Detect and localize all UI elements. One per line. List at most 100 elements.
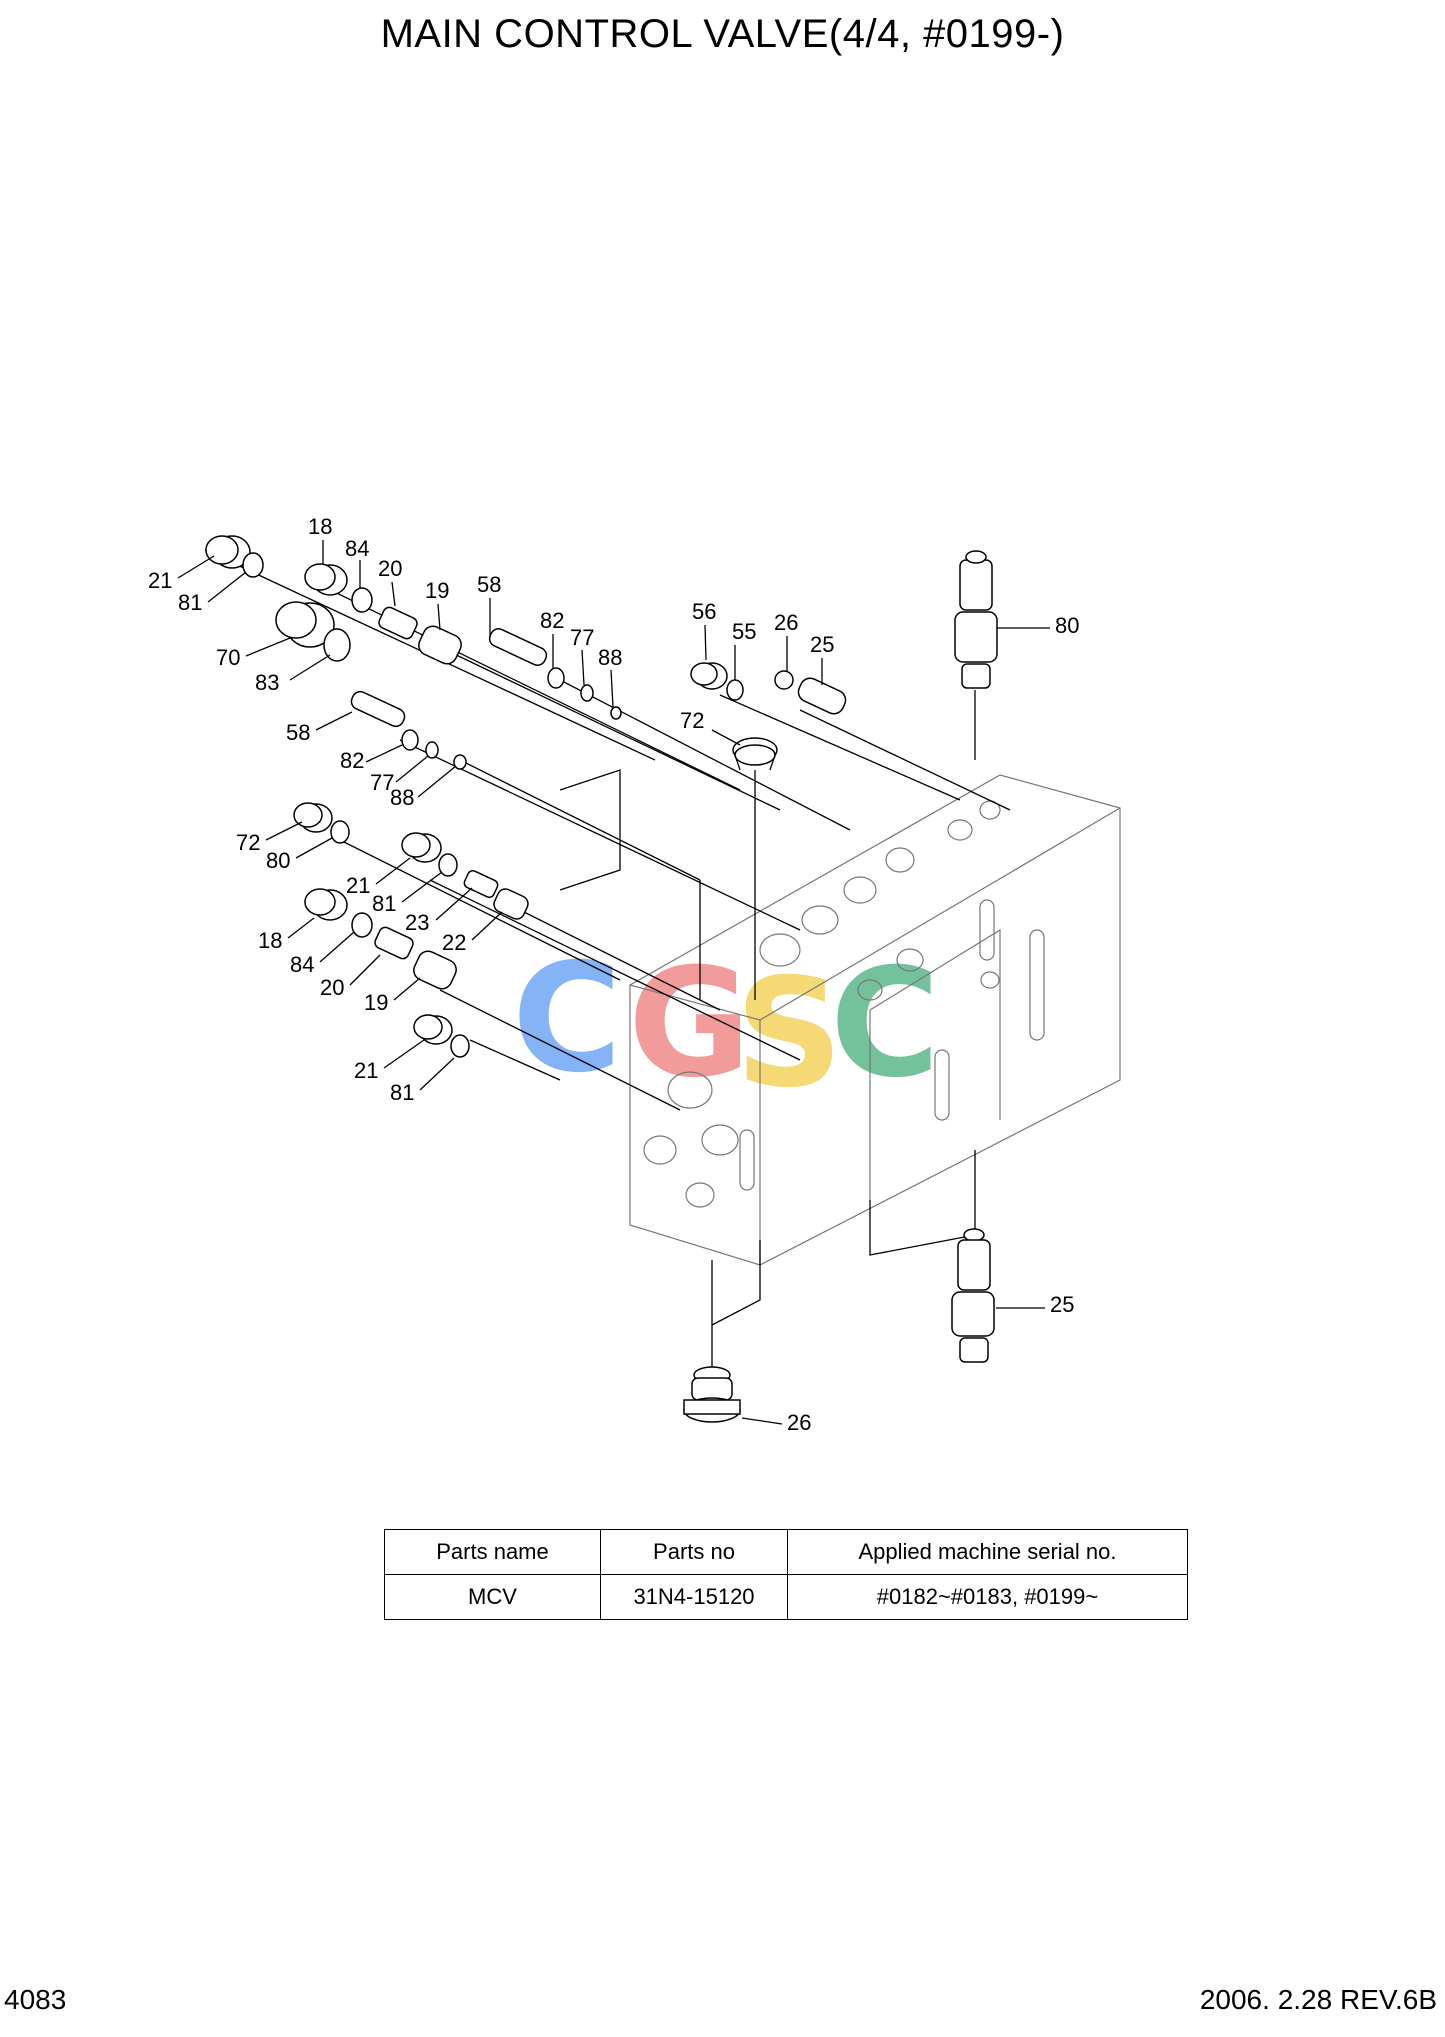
cell-parts-name: MCV bbox=[384, 1574, 601, 1620]
callout-label: 80 bbox=[266, 848, 290, 873]
plug-18-mid bbox=[304, 888, 348, 921]
callout-label: 18 bbox=[308, 514, 332, 539]
callout-label: 25 bbox=[1050, 1292, 1074, 1317]
plug-70 bbox=[275, 601, 335, 648]
poppet-19-top bbox=[418, 625, 462, 665]
callout-leader bbox=[610, 669, 614, 708]
callout-label: 25 bbox=[810, 632, 834, 657]
callout-leader bbox=[319, 931, 355, 963]
callout-leader bbox=[704, 624, 707, 661]
callout-label: 55 bbox=[732, 619, 756, 644]
callout-label: 84 bbox=[345, 536, 369, 561]
callout-label: 18 bbox=[258, 928, 282, 953]
cell-parts-no: 31N4-15120 bbox=[600, 1574, 788, 1620]
callout-label: 72 bbox=[236, 830, 260, 855]
callout-leader bbox=[401, 871, 443, 903]
callout-leader bbox=[581, 649, 585, 686]
callout-label: 19 bbox=[364, 990, 388, 1015]
page-number: 4083 bbox=[4, 1984, 67, 2015]
o-ring-80-top bbox=[726, 679, 744, 701]
callout-leader bbox=[349, 954, 381, 986]
callout-leader bbox=[207, 571, 247, 603]
callout-label: 26 bbox=[774, 610, 798, 635]
ring-88-mid bbox=[453, 754, 467, 770]
callout-label: 23 bbox=[405, 910, 429, 935]
leader-lines bbox=[204, 549, 1011, 1370]
callout-label: 21 bbox=[346, 873, 370, 898]
plug-26-bottom bbox=[683, 1366, 741, 1423]
callout-label: 70 bbox=[216, 645, 240, 670]
callout-leader bbox=[711, 729, 741, 746]
callout-label: 81 bbox=[390, 1080, 414, 1105]
o-ring-80-mid bbox=[330, 820, 350, 844]
callout-leader bbox=[419, 1057, 455, 1091]
revision-date: 2006. 2.28 REV.6B bbox=[1199, 1984, 1437, 2015]
callout-leader bbox=[741, 1417, 783, 1425]
callout-label: 20 bbox=[320, 975, 344, 1000]
parts-table: Parts name Parts no Applied machine seri… bbox=[384, 1529, 1188, 1620]
callout-leader bbox=[391, 581, 396, 607]
callout-leader bbox=[287, 917, 315, 939]
callout-label: 21 bbox=[148, 568, 172, 593]
relief-valve-25-bottom bbox=[951, 1228, 995, 1363]
callout-leader bbox=[375, 857, 411, 885]
valve-body bbox=[629, 774, 1121, 1266]
poppet-19-mid bbox=[413, 950, 457, 990]
callout-label: 82 bbox=[540, 608, 564, 633]
callout-leader bbox=[435, 887, 473, 921]
part-22 bbox=[493, 888, 529, 920]
header-parts-no: Parts no bbox=[600, 1529, 788, 1575]
plug-21-bottom bbox=[413, 1014, 453, 1045]
callout-label: 81 bbox=[178, 590, 202, 615]
valve-58-top bbox=[488, 628, 548, 666]
callout-label: 58 bbox=[286, 720, 310, 745]
spring-20-mid bbox=[374, 926, 414, 960]
callout-leader bbox=[295, 837, 333, 859]
part-55 bbox=[797, 677, 847, 715]
plug-26-top bbox=[732, 737, 778, 771]
relief-valve-25-top bbox=[954, 550, 998, 689]
o-ring-81-mid bbox=[438, 853, 458, 877]
callout-label: 72 bbox=[680, 708, 704, 733]
callout-leader bbox=[177, 555, 215, 579]
callout-label: 22 bbox=[442, 930, 466, 955]
page-title: MAIN CONTROL VALVE(4/4, #0199-) bbox=[380, 12, 1065, 56]
callout-label: 26 bbox=[787, 1410, 811, 1435]
callout-leader bbox=[245, 637, 291, 657]
watermark-letter-4: C bbox=[830, 937, 940, 1111]
callout-leader bbox=[365, 744, 403, 763]
callout-label: 84 bbox=[290, 952, 314, 977]
part-56 bbox=[774, 670, 794, 690]
header-serial-no: Applied machine serial no. bbox=[787, 1529, 1188, 1575]
callout-label: 81 bbox=[372, 891, 396, 916]
callout-label: 56 bbox=[692, 599, 716, 624]
callout-leader bbox=[471, 911, 503, 941]
plug-21-top bbox=[205, 535, 251, 569]
callout-leader bbox=[315, 711, 353, 731]
plug-21-mid bbox=[401, 832, 442, 863]
callout-label: 58 bbox=[477, 572, 501, 597]
cell-serial-no: #0182~#0183, #0199~ bbox=[787, 1574, 1188, 1620]
ring-77-mid bbox=[425, 741, 439, 759]
plug-72-top bbox=[690, 662, 728, 690]
ring-88-top bbox=[610, 706, 622, 720]
callout-label: 80 bbox=[1055, 613, 1079, 638]
callout-leader bbox=[393, 977, 421, 1001]
callout-label: 19 bbox=[425, 578, 449, 603]
spring-23 bbox=[463, 869, 499, 899]
plug-18-top bbox=[304, 563, 348, 596]
watermark-letter-2: G bbox=[628, 937, 751, 1111]
callout-label: 83 bbox=[255, 670, 279, 695]
callout-leader bbox=[437, 603, 441, 631]
o-ring-84-mid bbox=[351, 912, 373, 938]
callout-leader bbox=[265, 821, 303, 841]
o-ring-83 bbox=[323, 628, 351, 662]
spring-20-top bbox=[378, 606, 418, 640]
callout-label: 88 bbox=[390, 785, 414, 810]
callout-label: 88 bbox=[598, 645, 622, 670]
plug-72-mid bbox=[293, 802, 333, 833]
o-ring-84-top bbox=[351, 587, 373, 613]
o-ring-81-top bbox=[242, 552, 264, 578]
